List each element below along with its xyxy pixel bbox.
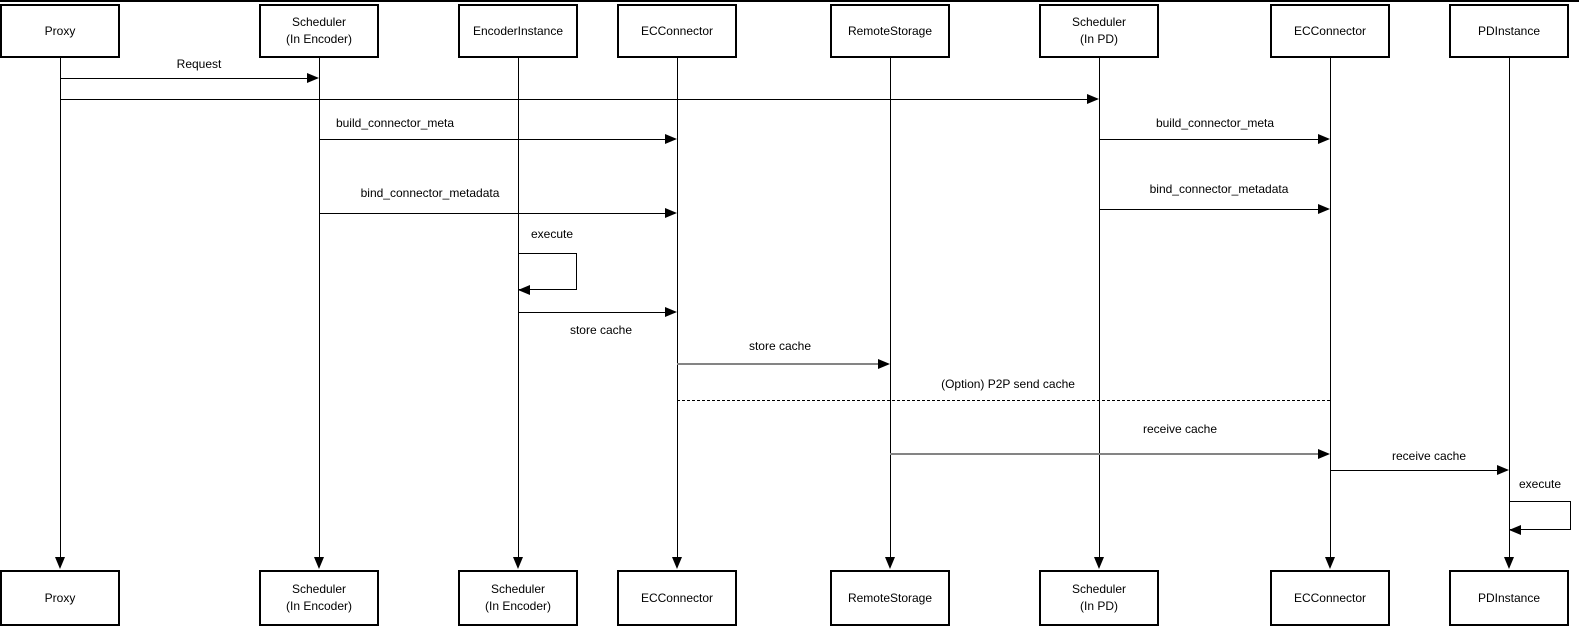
participant-bottom-box-encoder-instance: Scheduler (In Encoder) [458,570,578,626]
lifeline-pd-instance [1509,58,1510,558]
lifeline-encoder-instance [518,58,519,558]
participant-top-box-scheduler-in-encoder: Scheduler (In Encoder) [259,4,379,58]
message-line-receive-cache-remote-to-ec [890,453,1328,455]
message-arrowhead-store-cache-ec-to-remote [878,359,890,369]
message-line-receive-cache-ec-to-pd [1330,470,1507,471]
lifeline-ec-connector-encoder [677,58,678,558]
lifeline-arrowhead-scheduler-in-pd [1094,557,1104,569]
selfloop-label-execute-encoder-instance: execute [530,227,574,241]
message-label-bind-connector-metadata-pd: bind_connector_metadata [1149,182,1289,196]
message-arrowhead-bind-connector-metadata-encoder [665,208,677,218]
participant-bottom-box-remote-storage: RemoteStorage [830,570,950,626]
participant-top-box-ec-connector-pd: ECConnector [1270,4,1390,58]
message-arrowhead-store-cache-encoder-to-ec [665,307,677,317]
message-arrowhead-bind-connector-metadata-pd [1318,204,1330,214]
message-label-store-cache-encoder-to-ec: store cache [569,323,633,337]
lifeline-arrowhead-proxy [55,557,65,569]
participant-top-box-proxy: Proxy [0,4,120,58]
participant-bottom-box-pd-instance: PDInstance [1449,570,1569,626]
participant-bottom-box-ec-connector-encoder: ECConnector [617,570,737,626]
message-label-store-cache-ec-to-remote: store cache [748,339,812,353]
selfloop-arrowhead-execute-pd-instance [1509,525,1521,535]
message-label-build-connector-meta-pd: build_connector_meta [1155,116,1275,130]
message-arrowhead-request [307,73,319,83]
participant-top-box-encoder-instance: EncoderInstance [458,4,578,58]
message-label-request: Request [176,57,222,71]
message-line-store-cache-encoder-to-ec [518,312,675,313]
lifeline-ec-connector-pd [1330,58,1331,558]
message-label-receive-cache-remote-to-ec: receive cache [1142,422,1218,436]
lifeline-remote-storage [890,58,891,558]
message-arrowhead-build-connector-meta-pd [1318,134,1330,144]
message-label-p2p-send-cache: (Option) P2P send cache [941,377,1075,391]
message-arrowhead-build-connector-meta-encoder [665,134,677,144]
lifeline-arrowhead-encoder-instance [513,557,523,569]
lifeline-arrowhead-pd-instance [1504,557,1514,569]
participant-top-box-ec-connector-encoder: ECConnector [617,4,737,58]
selfloop-arrowhead-execute-encoder-instance [518,285,530,295]
message-line-bind-connector-metadata-pd [1099,209,1328,210]
lifeline-scheduler-in-encoder [319,58,320,558]
top-edge-line [0,0,1579,2]
selfloop-rect-execute-pd-instance [1509,501,1571,530]
lifeline-arrowhead-ec-connector-pd [1325,557,1335,569]
message-label-bind-connector-metadata-encoder: bind_connector_metadata [360,186,500,200]
message-line-p2p-send-cache [677,400,1330,401]
message-line-store-cache-ec-to-remote [677,363,888,365]
message-arrowhead-receive-cache-ec-to-pd [1497,465,1509,475]
participant-top-box-scheduler-in-pd: Scheduler (In PD) [1039,4,1159,58]
participant-top-box-remote-storage: RemoteStorage [830,4,950,58]
message-line-bind-connector-metadata-encoder [319,213,675,214]
participant-bottom-box-scheduler-in-pd: Scheduler (In PD) [1039,570,1159,626]
lifeline-arrowhead-remote-storage [885,557,895,569]
participant-bottom-box-proxy: Proxy [0,570,120,626]
selfloop-rect-execute-encoder-instance [518,253,577,290]
message-arrowhead-receive-cache-remote-to-ec [1318,449,1330,459]
lifeline-arrowhead-scheduler-in-encoder [314,557,324,569]
participant-bottom-box-ec-connector-pd: ECConnector [1270,570,1390,626]
participant-bottom-box-scheduler-in-encoder: Scheduler (In Encoder) [259,570,379,626]
message-label-receive-cache-ec-to-pd: receive cache [1391,449,1467,463]
participant-top-box-pd-instance: PDInstance [1449,4,1569,58]
selfloop-label-execute-pd-instance: execute [1518,477,1562,491]
message-line-build-connector-meta-pd [1099,139,1328,140]
message-arrowhead-request-to-pd [1087,94,1099,104]
message-line-request [60,78,317,79]
lifeline-proxy [60,58,61,558]
message-line-request-to-pd [60,99,1097,100]
message-label-build-connector-meta-encoder: build_connector_meta [335,116,455,130]
lifeline-scheduler-in-pd [1099,58,1100,558]
lifeline-arrowhead-ec-connector-encoder [672,557,682,569]
message-line-build-connector-meta-encoder [319,139,675,140]
